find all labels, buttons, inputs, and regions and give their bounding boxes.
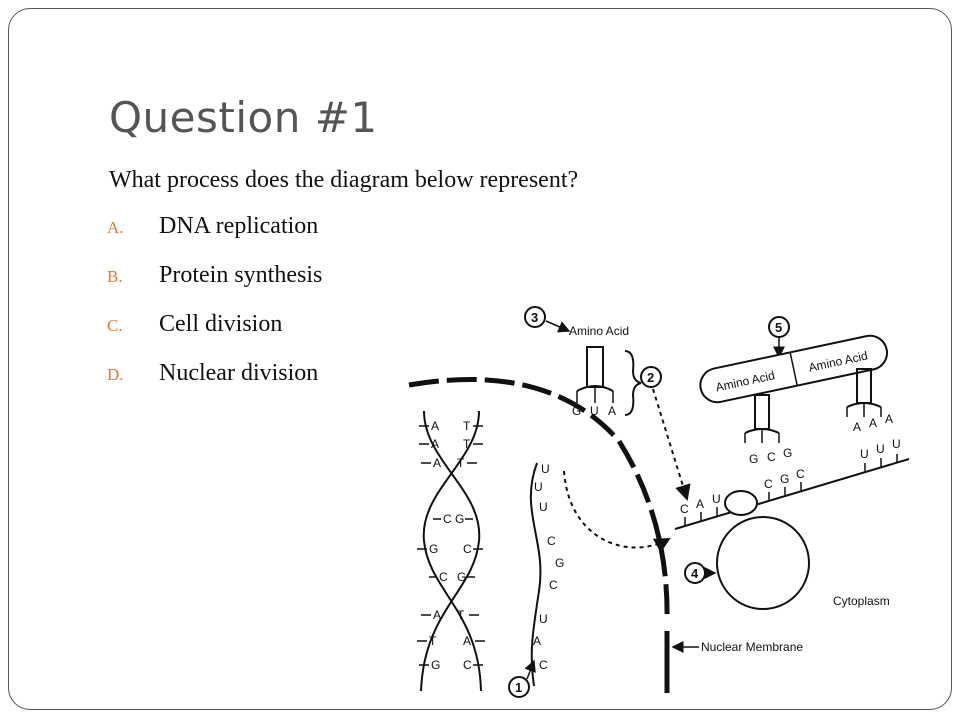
dna-base: T	[457, 608, 465, 622]
slide-title: Question #1	[109, 93, 378, 142]
codon-base: A	[696, 497, 704, 511]
dna-base: G	[431, 658, 440, 672]
mrna-base: U	[539, 612, 548, 626]
mrna-transport-arrow	[563, 470, 671, 553]
dna-base: A	[433, 608, 441, 622]
mrna-base: U	[541, 462, 550, 476]
amino-acid-label: Amino Acid	[569, 324, 629, 338]
codon-base: G	[780, 472, 789, 486]
option-d[interactable]: D. Nuclear division	[107, 360, 322, 409]
anticodon-base: G	[572, 404, 581, 418]
option-text: DNA replication	[159, 213, 319, 239]
dna-base: A	[431, 437, 439, 451]
anticodon-base: G	[749, 452, 758, 466]
mrna-base: U	[534, 480, 543, 494]
dna-base: A	[433, 456, 441, 470]
option-c[interactable]: C. Cell division	[107, 311, 322, 360]
slide: Question #1 What process does the diagra…	[8, 8, 952, 710]
mrna-base: A	[533, 634, 541, 648]
codon-base: U	[712, 492, 721, 506]
dna-base: C	[439, 570, 448, 584]
anticodon-base: C	[767, 450, 776, 464]
mrna-base: U	[539, 500, 548, 514]
amino-acid-chain: 5 Amino Acid Amino Acid	[699, 316, 888, 404]
anticodon-base: A	[885, 412, 893, 426]
mrna-strand: U U U C G C U A C	[529, 462, 564, 687]
dna-base: C	[463, 542, 472, 556]
ribosome	[716, 490, 810, 610]
dna-base: G	[429, 542, 438, 556]
nuclear-membrane-label: Nuclear Membrane	[701, 640, 803, 654]
codon-base: C	[796, 467, 805, 481]
option-b[interactable]: B. Protein synthesis	[107, 262, 322, 311]
mrna-base: C	[549, 578, 558, 592]
question-text: What process does the diagram below repr…	[109, 167, 579, 193]
callout-number: 3	[531, 310, 538, 325]
dna-left-bases: A A A C G C A T G	[429, 419, 452, 672]
callout-2: 2	[640, 366, 691, 501]
codon-base: U	[892, 437, 901, 451]
callout-number: 5	[775, 320, 782, 335]
codon-base: C	[680, 502, 689, 516]
dna-base: C	[443, 512, 452, 526]
trna-right: A A A	[846, 368, 893, 434]
dna-base: C	[463, 658, 472, 672]
mrna-base: G	[555, 556, 564, 570]
trna-free: 3 Amino Acid G U A	[524, 306, 642, 418]
trna-left: G C G	[744, 394, 792, 466]
option-letter: D.	[107, 365, 124, 384]
nuclear-membrane-label-group: Nuclear Membrane	[671, 640, 803, 654]
callout-4: 4	[684, 562, 717, 584]
option-text: Protein synthesis	[159, 262, 323, 288]
codon-base: U	[860, 447, 869, 461]
codon-base: C	[764, 477, 773, 491]
anticodon-base: A	[608, 404, 616, 418]
callout-number: 2	[647, 370, 654, 385]
codon-base: U	[876, 442, 885, 456]
dna-base: A	[463, 634, 471, 648]
cytoplasm-label: Cytoplasm	[833, 594, 890, 608]
dna-base: G	[457, 570, 466, 584]
dna-base: T	[429, 634, 437, 648]
mrna-base: C	[547, 534, 556, 548]
option-letter: B.	[107, 267, 123, 286]
dna-base: T	[463, 419, 471, 433]
dna-base: T	[457, 456, 465, 470]
callout-1: 1	[508, 659, 536, 698]
dna-base: A	[431, 419, 439, 433]
anticodon-base: A	[869, 416, 877, 430]
option-text: Cell division	[159, 311, 283, 337]
option-letter: C.	[107, 316, 123, 335]
option-text: Nuclear division	[159, 360, 319, 386]
nuclear-membrane	[408, 377, 670, 693]
protein-synthesis-diagram: A A A C G C A T G T T T G C G T A C U U	[369, 291, 919, 701]
mrna-on-ribosome: C A U C G C U U U	[674, 437, 910, 530]
dna-base: T	[463, 437, 471, 451]
dna-right-bases: T T T G C G T A C	[455, 419, 472, 672]
option-letter: A.	[107, 218, 124, 237]
answer-options: A. DNA replication B. Protein synthesis …	[107, 213, 322, 409]
callout-number: 4	[691, 566, 699, 581]
option-a[interactable]: A. DNA replication	[107, 213, 322, 262]
dna-double-helix	[417, 410, 485, 692]
anticodon-base: G	[783, 446, 792, 460]
dna-base: G	[455, 512, 464, 526]
anticodon-base: U	[590, 404, 599, 418]
anticodon-base: A	[853, 420, 861, 434]
mrna-base: C	[539, 658, 548, 672]
callout-number: 1	[515, 680, 522, 695]
